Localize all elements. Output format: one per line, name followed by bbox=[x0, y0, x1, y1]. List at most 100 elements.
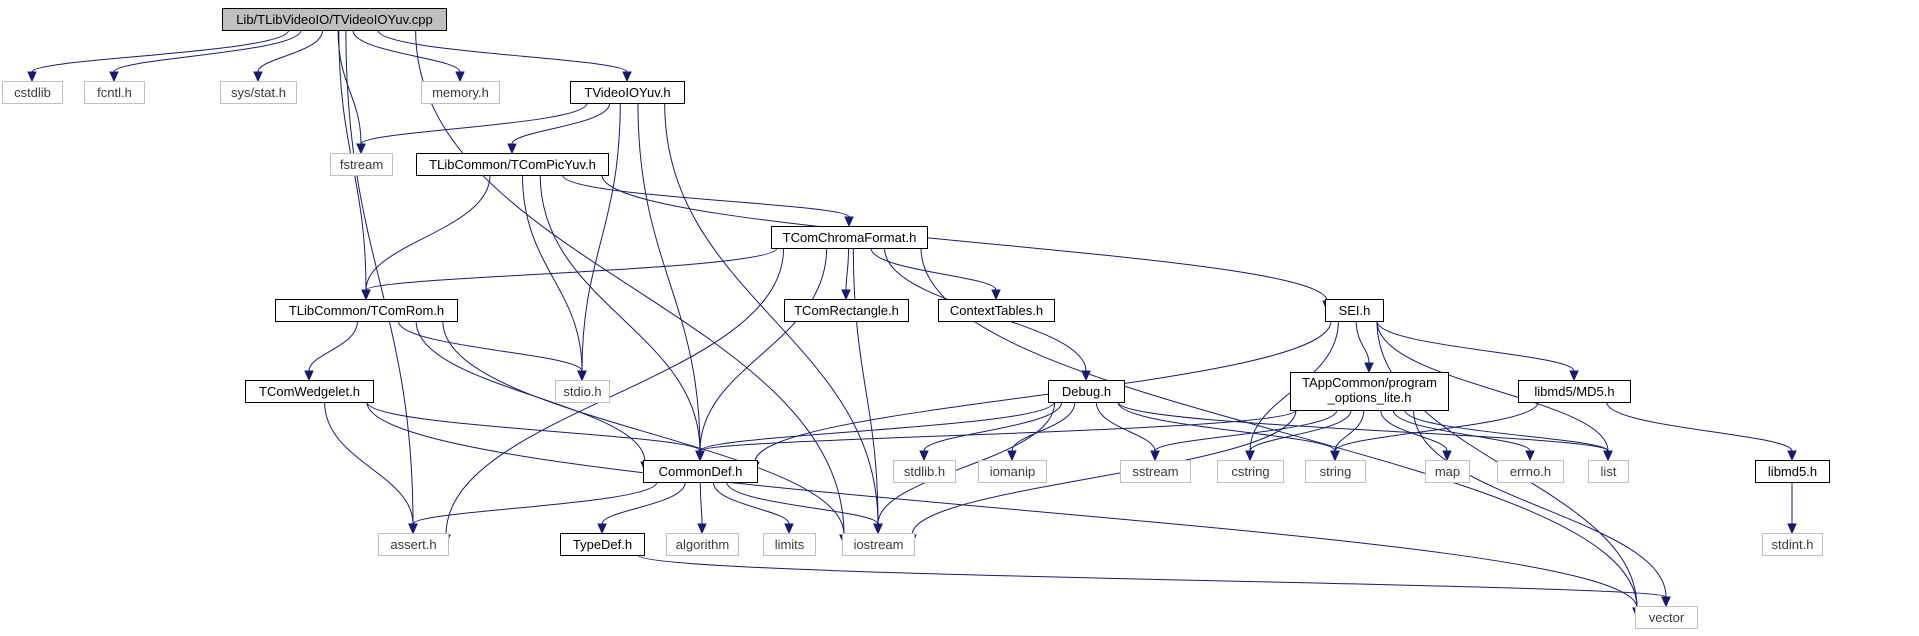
node-tcomrom[interactable]: TLibCommon/TComRom.h bbox=[275, 299, 458, 322]
node-box-limits bbox=[763, 533, 816, 556]
node-stdio: stdio.h bbox=[555, 380, 610, 403]
edge-main-to-fcntl bbox=[113, 29, 302, 73]
edge-sei-to-libmd5md5 bbox=[1376, 320, 1575, 372]
edge-sei-to-list bbox=[1376, 320, 1609, 452]
node-box-stdlib bbox=[893, 460, 956, 483]
node-box-stdio bbox=[555, 380, 610, 403]
node-box-list bbox=[1588, 460, 1629, 483]
node-box-assert bbox=[378, 533, 449, 556]
edge-debug-to-iostream bbox=[877, 401, 1056, 525]
node-label-stdint: stdint.h bbox=[1772, 537, 1814, 552]
arrowhead-tcompicyuv-to-tcomchroma bbox=[844, 216, 854, 228]
edge-sei-to-commondef bbox=[754, 320, 1332, 463]
node-label-limits: limits bbox=[775, 537, 805, 552]
edge-commondef-to-limits bbox=[712, 481, 790, 525]
node-layer: Lib/TLibVideoIO/TVideoIOYuv.cpp cstdlib fc… bbox=[2, 8, 1830, 629]
node-libmd5h[interactable]: libmd5.h bbox=[1755, 460, 1830, 483]
node-label-contexttables: ContextTables.h bbox=[950, 303, 1043, 318]
arrowhead-debug-to-iomanip bbox=[1007, 450, 1017, 462]
node-label-assert: assert.h bbox=[390, 537, 436, 552]
node-tcomchroma[interactable]: TComChromaFormat.h bbox=[771, 226, 928, 249]
edge-main-to-iostream bbox=[415, 29, 845, 536]
node-box-tcomrom bbox=[275, 299, 458, 322]
edge-commondef-to-typedef bbox=[601, 481, 686, 525]
node-debug[interactable]: Debug.h bbox=[1048, 380, 1125, 403]
node-iomanip: iomanip bbox=[978, 460, 1047, 483]
node-algorithm: algorithm bbox=[666, 533, 739, 556]
edge-main-to-tvideoioyuvh bbox=[377, 29, 628, 73]
node-box-stdint bbox=[1762, 533, 1823, 556]
edge-tappcommon-to-list bbox=[1404, 409, 1609, 452]
node-label-stdio: stdio.h bbox=[563, 384, 601, 399]
node-label-tvideoioyuvh: TVideoIOYuv.h bbox=[584, 85, 670, 100]
node-box-map bbox=[1425, 460, 1470, 483]
arrowhead-main-to-tvideoioyuvh bbox=[622, 71, 632, 83]
arrowhead-tvideoioyuvh-to-tcompicyuv bbox=[507, 143, 517, 155]
node-box-typedef bbox=[560, 533, 645, 556]
edge-tcomchroma-to-assert bbox=[445, 247, 785, 536]
arrowhead-tappcommon-to-commondef bbox=[695, 450, 705, 462]
edge-tcompicyuv-to-tcomchroma bbox=[562, 174, 850, 218]
node-tappcommon[interactable]: TAppCommon/program_options_lite.h bbox=[1290, 372, 1449, 411]
edge-tvideoioyuvh-to-fstream bbox=[360, 102, 588, 145]
edge-tcompicyuv-to-tcomrom bbox=[365, 174, 491, 291]
edge-commondef-to-assert bbox=[412, 481, 658, 525]
node-label-map: map bbox=[1435, 464, 1460, 479]
node-label-errno: errno.h bbox=[1510, 464, 1551, 479]
edge-debug-to-list bbox=[1117, 401, 1609, 452]
node-label-stdlib: stdlib.h bbox=[904, 464, 945, 479]
edge-main-to-assert bbox=[345, 29, 414, 525]
node-label-vector: vector bbox=[1649, 610, 1685, 625]
node-label-iostream: iostream bbox=[854, 537, 904, 552]
node-box-contexttables bbox=[938, 299, 1055, 322]
node-sei[interactable]: SEI.h bbox=[1325, 299, 1384, 322]
node-contexttables[interactable]: ContextTables.h bbox=[938, 299, 1055, 322]
arrowhead-tcomchroma-to-contexttables bbox=[991, 289, 1001, 301]
arrowhead-libmd5h-to-stdint bbox=[1787, 523, 1797, 535]
node-label-tappcommon: TAppCommon/program bbox=[1302, 375, 1437, 390]
arrowhead-typedef-to-vector bbox=[1661, 596, 1671, 608]
node-label-sysstat: sys/stat.h bbox=[231, 85, 286, 100]
arrowhead-libmd5md5-to-libmd5h bbox=[1787, 450, 1797, 462]
node-label-fcntl: fcntl.h bbox=[97, 85, 132, 100]
arrowhead-tappcommon-to-list bbox=[1603, 450, 1613, 462]
arrowhead-tappcommon-to-map bbox=[1442, 450, 1452, 462]
node-cstdlib: cstdlib bbox=[2, 81, 63, 104]
node-tvideoioyuvh[interactable]: TVideoIOYuv.h bbox=[570, 81, 685, 104]
edge-commondef-to-iostream bbox=[726, 481, 879, 525]
node-label-sstream: sstream bbox=[1132, 464, 1178, 479]
edge-libmd5md5-to-string bbox=[1334, 401, 1539, 452]
node-typedef[interactable]: TypeDef.h bbox=[560, 533, 645, 556]
node-box-sei bbox=[1325, 299, 1384, 322]
node-fcntl: fcntl.h bbox=[84, 81, 145, 104]
edge-debug-to-commondef bbox=[699, 401, 1055, 452]
arrowhead-tappcommon-to-sstream bbox=[1150, 450, 1160, 462]
edge-tvideoioyuvh-to-commondef bbox=[637, 102, 701, 452]
edge-tappcommon-to-sstream bbox=[1154, 409, 1338, 452]
node-label-list: list bbox=[1601, 464, 1617, 479]
node-label-cstring: cstring bbox=[1231, 464, 1269, 479]
arrowhead-libmd5md5-to-string bbox=[1330, 450, 1340, 462]
node-tcomrect[interactable]: TComRectangle.h bbox=[784, 299, 909, 322]
arrowhead-commondef-to-typedef bbox=[597, 523, 607, 535]
edge-tappcommon-to-errno bbox=[1392, 409, 1531, 452]
node-box-fstream bbox=[330, 153, 393, 176]
node-tcompicyuv[interactable]: TLibCommon/TComPicYuv.h bbox=[416, 153, 609, 176]
node-box-tvideoioyuvh bbox=[570, 81, 685, 104]
node-libmd5md5[interactable]: libmd5/MD5.h bbox=[1518, 380, 1631, 403]
node-label-tcomchroma: TComChromaFormat.h bbox=[783, 230, 917, 245]
arrowhead-main-to-cstdlib bbox=[27, 71, 37, 83]
edge-tcompicyuv-to-sei bbox=[601, 174, 1328, 302]
edge-tappcommon-to-map bbox=[1380, 409, 1448, 452]
node-tcomwedgelet[interactable]: TComWedgelet.h bbox=[245, 380, 374, 403]
node-label-main: Lib/TLibVideoIO/TVideoIOYuv.cpp bbox=[236, 12, 433, 27]
node-main[interactable]: Lib/TLibVideoIO/TVideoIOYuv.cpp bbox=[222, 8, 447, 31]
edge-tcomrom-to-tcomwedgelet bbox=[308, 320, 358, 372]
node-box-memory bbox=[421, 81, 500, 104]
node-label-memory: memory.h bbox=[432, 85, 489, 100]
node-commondef[interactable]: CommonDef.h bbox=[643, 460, 758, 483]
edge-tcomchroma-to-tcomrect bbox=[845, 247, 850, 291]
arrowhead-commondef-to-iostream bbox=[873, 523, 883, 535]
edge-debug-to-stdlib bbox=[923, 401, 1063, 452]
node-box-tcomrect bbox=[784, 299, 909, 322]
